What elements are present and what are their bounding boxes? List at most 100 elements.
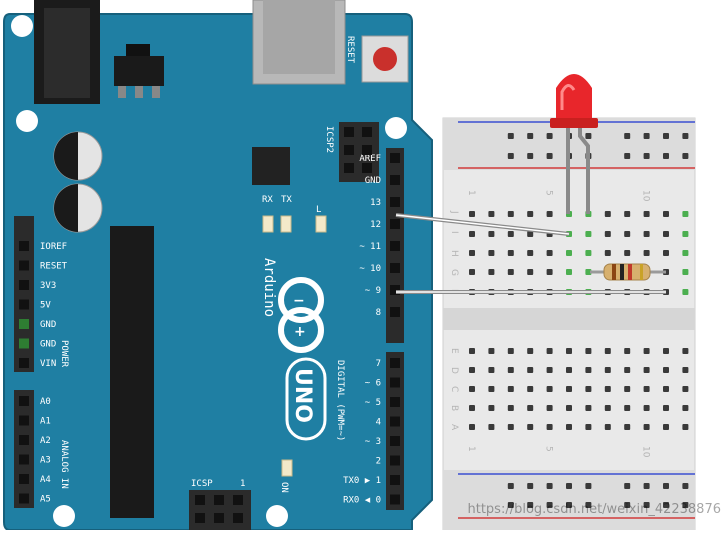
breadboard-hole [682, 269, 689, 275]
reset-button[interactable] [361, 35, 409, 83]
icsp-pin [214, 513, 224, 523]
breadboard-row-letter: J [449, 210, 459, 214]
digital-pin-label: ~ 6 [365, 379, 381, 389]
uno-wordmark: UNO [290, 368, 315, 423]
analog-pin-label: A1 [40, 417, 51, 427]
breadboard-hole [643, 386, 650, 392]
analog-pin[interactable] [19, 396, 29, 406]
breadboard-hole [566, 424, 572, 430]
breadboard-row-letter: H [449, 250, 459, 257]
breadboard-hole [546, 367, 553, 373]
power-pin[interactable] [19, 358, 29, 368]
arduino-uno-board: RESET ICSP2 RX TX L − + Arduino UNO ON D… [3, 0, 433, 531]
breadboard-hole [488, 424, 495, 430]
digital-pin[interactable] [390, 263, 400, 273]
capacitor [53, 131, 103, 181]
breadboard-hole [585, 386, 592, 392]
mounting-hole [385, 117, 407, 139]
digital-pin-label: 2 [376, 457, 381, 467]
rx-led [262, 215, 274, 233]
analog-pin[interactable] [19, 474, 29, 484]
breadboard-hole [682, 133, 689, 139]
breadboard-hole [643, 348, 650, 354]
analog-in-label: ANALOG IN [59, 440, 69, 489]
breadboard-hole [604, 231, 611, 237]
digital-pin[interactable] [390, 494, 400, 505]
digital-pin[interactable] [390, 285, 400, 295]
uno-badge [285, 357, 327, 441]
breadboard: JIHGFEDCBA11551010 [442, 117, 696, 531]
analog-pin[interactable] [19, 435, 29, 445]
power-pin[interactable] [19, 338, 29, 349]
power-pin-label: IOREF [40, 242, 67, 252]
breadboard-column-number: 10 [641, 190, 651, 202]
breadboard-row-letter: I [449, 231, 459, 234]
breadboard-hole [507, 502, 514, 508]
breadboard-hole [643, 405, 650, 411]
breadboard-hole [682, 211, 689, 217]
analog-pin[interactable] [19, 415, 29, 426]
breadboard-hole [604, 250, 611, 256]
digital-pin[interactable] [390, 455, 400, 466]
breadboard-hole [663, 250, 669, 256]
rx-label: RX [262, 195, 273, 205]
digital-pin[interactable] [390, 153, 400, 163]
mounting-hole [266, 505, 288, 527]
digital-pin[interactable] [390, 436, 400, 446]
power-pin-label: 3V3 [40, 281, 56, 291]
digital-pin[interactable] [390, 307, 400, 317]
breadboard-hole [546, 250, 553, 256]
breadboard-column-number: 10 [641, 446, 651, 458]
analog-pin[interactable] [19, 493, 29, 504]
digital-pin[interactable] [390, 197, 400, 207]
breadboard-hole [507, 269, 514, 275]
digital-pin-label: ~ 9 [365, 286, 381, 296]
icsp2-pin [344, 145, 354, 155]
svg-text:−: − [293, 293, 305, 309]
breadboard-hole [624, 231, 631, 237]
breadboard-hole [546, 424, 553, 430]
digital-pin[interactable] [390, 397, 400, 407]
digital-pin[interactable] [390, 475, 400, 485]
digital-pin[interactable] [390, 241, 400, 251]
breadboard-hole [585, 250, 592, 256]
breadboard-column-number: 1 [466, 190, 476, 196]
power-pin[interactable] [19, 241, 29, 251]
breadboard-row-letter: A [449, 424, 459, 431]
breadboard-hole [663, 424, 669, 430]
breadboard-hole [488, 269, 495, 275]
digital-pin[interactable] [390, 219, 400, 229]
usb-chip [252, 147, 290, 185]
breadboard-hole [546, 405, 553, 411]
digital-pin[interactable] [390, 175, 400, 185]
breadboard-hole [624, 133, 631, 139]
digital-pin[interactable] [390, 416, 400, 427]
digital-pin[interactable] [390, 377, 400, 388]
jumper-wire-gnd[interactable] [395, 213, 570, 236]
breadboard-hole [585, 424, 592, 430]
digital-pin-label: TX0 ▶ 1 [343, 476, 381, 486]
breadboard-hole [585, 483, 592, 489]
digital-pin[interactable] [390, 358, 400, 368]
breadboard-hole [546, 211, 553, 217]
breadboard-column-number: 5 [544, 190, 554, 196]
breadboard-hole [527, 133, 534, 139]
breadboard-hole [469, 424, 475, 430]
icsp-pin [195, 513, 205, 523]
breadboard-hole [546, 153, 553, 159]
breadboard-hole [643, 367, 650, 373]
breadboard-hole [643, 211, 650, 217]
power-pin[interactable] [19, 260, 29, 271]
breadboard-hole [469, 348, 475, 354]
analog-pin[interactable] [19, 454, 29, 465]
power-pin[interactable] [19, 299, 29, 310]
power-pin[interactable] [19, 280, 29, 290]
breadboard-hole [469, 250, 475, 256]
digital-pin-label: 12 [370, 220, 381, 230]
power-pin[interactable] [19, 319, 29, 329]
breadboard-row-letter: G [449, 269, 459, 276]
breadboard-hole [604, 211, 611, 217]
breadboard-hole [527, 386, 534, 392]
power-label: POWER [59, 340, 69, 368]
